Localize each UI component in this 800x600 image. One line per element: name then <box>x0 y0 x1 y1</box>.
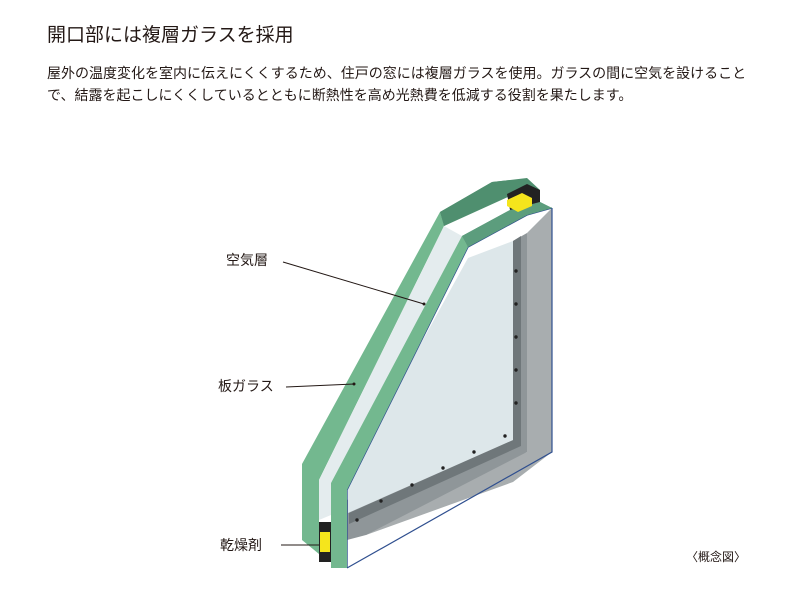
leader-line-glass-pane <box>285 383 355 388</box>
inner-pane-top-face <box>462 202 552 247</box>
page-title: 開口部には複層ガラスを採用 <box>47 24 294 46</box>
inner-pane-edge <box>331 236 468 568</box>
air-layer-strip <box>319 226 462 520</box>
rear-pane-face <box>366 208 552 535</box>
glass-face <box>348 241 513 513</box>
front-pane-outline-right <box>346 208 553 569</box>
outer-pane-edge <box>302 212 444 554</box>
label-air-layer: 空気層 <box>226 253 268 269</box>
concept-diagram-note: 〈概念図〉 <box>686 550 747 564</box>
label-glass-pane: 板ガラス <box>218 379 274 395</box>
leader-line-air-layer <box>282 261 425 305</box>
desiccant-holes <box>355 269 518 522</box>
desiccant-bottom <box>320 532 330 552</box>
description-text: 屋外の温度変化を室内に伝えにくくするため、住戸の窓には複層ガラスを使用。ガラスの… <box>47 66 747 104</box>
label-desiccant: 乾燥剤 <box>220 538 262 554</box>
desiccant-top <box>507 193 532 212</box>
